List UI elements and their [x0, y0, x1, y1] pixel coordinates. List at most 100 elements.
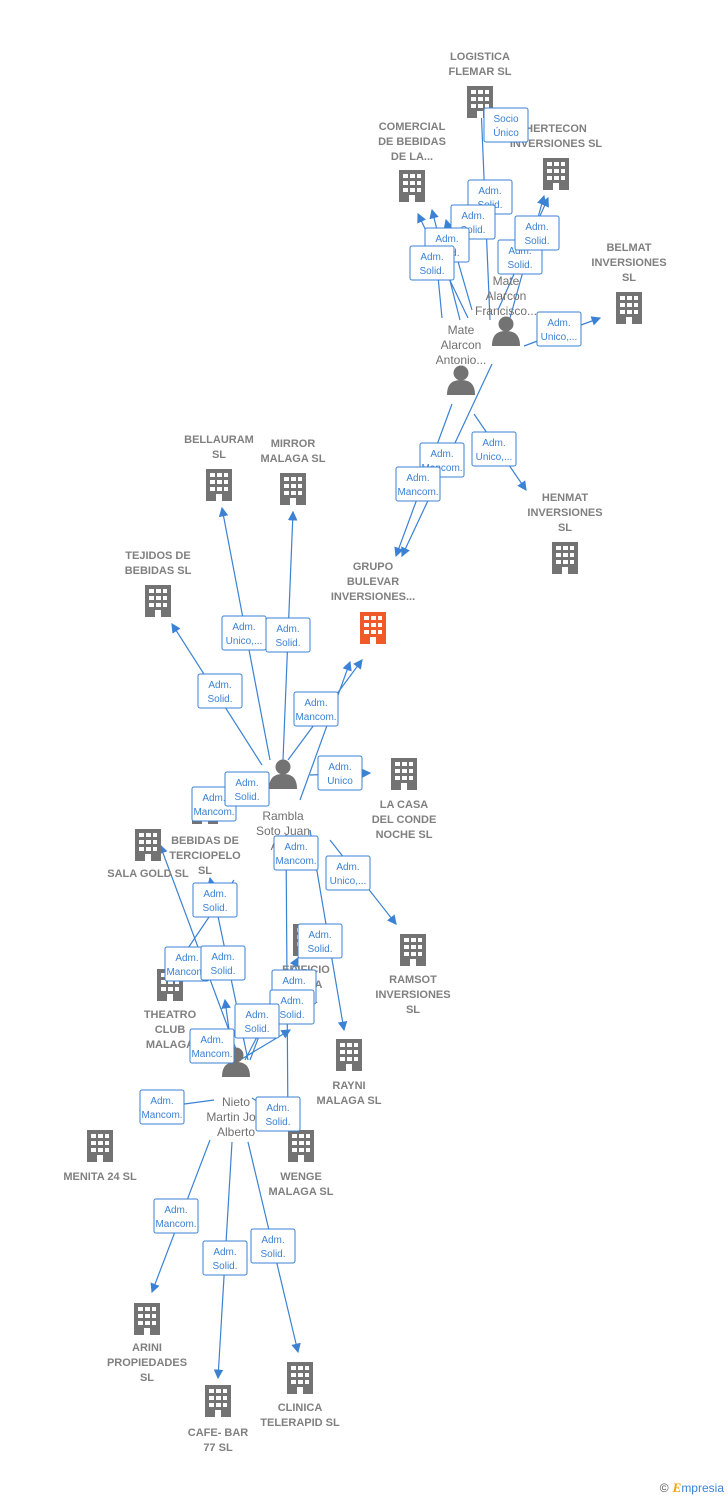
edge-label-e9[interactable]: Adm.Unico,...	[471, 431, 517, 467]
edge-label-box[interactable]	[297, 923, 343, 959]
company-label: FLEMAR SL	[449, 66, 512, 78]
edge-label-text: Adm.	[304, 698, 327, 709]
company-label: SL	[198, 865, 212, 877]
edge-label-e30[interactable]: Adm.Solid.	[255, 1096, 301, 1132]
edge-label-box[interactable]	[255, 1096, 301, 1132]
company-label: MALAGA SL	[269, 1186, 334, 1198]
edge-label-box[interactable]	[192, 882, 238, 918]
edge-label-e16[interactable]: Adm.Unico	[317, 755, 363, 791]
empresia-brand: ©Empresia	[660, 1480, 724, 1496]
edge-label-e26[interactable]: Adm.Mancom.	[189, 1028, 235, 1064]
edge-label-text: Mancom.	[397, 487, 438, 498]
edge-label-text: Adm.	[435, 234, 458, 245]
edge-label-e23[interactable]: Adm.Mancom.	[164, 946, 210, 982]
company-label: LOGISTICA	[450, 51, 510, 63]
edge-label-text: Adm.	[547, 318, 570, 329]
company-node-grupo[interactable]: GRUPOBULEVARINVERSIONES...	[331, 561, 415, 644]
edge-label-e29[interactable]: Adm.Mancom.	[139, 1089, 185, 1125]
edge-label-e14[interactable]: Adm.Solid.	[197, 673, 243, 709]
edge-label-box[interactable]	[536, 311, 582, 347]
edge-label-box[interactable]	[250, 1228, 296, 1264]
company-node-menita[interactable]: MENITA 24 SL	[63, 1130, 137, 1183]
edge-label-text: Solid.	[244, 1024, 269, 1035]
edge-label-box[interactable]	[317, 755, 363, 791]
company-label: MALAGA SL	[317, 1095, 382, 1107]
company-label: SALA GOLD SL	[107, 868, 189, 880]
edge-label-box[interactable]	[200, 945, 246, 981]
edge-label-box[interactable]	[153, 1198, 199, 1234]
edge-label-e13[interactable]: Adm.Solid.	[265, 617, 311, 653]
company-label: BELMAT	[606, 242, 651, 254]
company-label: MIRROR	[271, 438, 316, 450]
edge-label-e20[interactable]: Adm.Unico,...	[325, 855, 371, 891]
edge-label-box[interactable]	[293, 691, 339, 727]
edge-label-e32[interactable]: Adm.Solid.	[202, 1240, 248, 1276]
edge-label-box[interactable]	[224, 771, 270, 807]
building-icon	[280, 473, 306, 505]
company-label: SL	[558, 522, 572, 534]
edge-label-box[interactable]	[197, 673, 243, 709]
edge-label-box[interactable]	[265, 617, 311, 653]
edge-label-text: Solid.	[212, 1261, 237, 1272]
edge-label-e8[interactable]: Adm.Unico,...	[536, 311, 582, 347]
edge-label-text: Adm.	[328, 762, 351, 773]
company-label: BEBIDAS DE	[171, 835, 239, 847]
edge-label-box[interactable]	[234, 1003, 280, 1039]
company-node-logistica[interactable]: LOGISTICA FLEMAR SL	[449, 51, 512, 118]
edge-label-box[interactable]	[409, 245, 455, 281]
edge-label-box[interactable]	[483, 107, 529, 143]
edge-label-e18[interactable]: Adm.Solid.	[224, 771, 270, 807]
edge-label-e11[interactable]: Adm.Mancom.	[395, 466, 441, 502]
edge-label-e5[interactable]: Adm.Solid.	[409, 245, 455, 281]
edge-label-e31[interactable]: Adm.Mancom.	[153, 1198, 199, 1234]
edge-label-box[interactable]	[139, 1089, 185, 1125]
edge-label-e22[interactable]: Adm.Solid.	[192, 882, 238, 918]
edge-label-box[interactable]	[514, 215, 560, 251]
edge-label-text: Mancom.	[166, 967, 207, 978]
edge-label-box[interactable]	[395, 466, 441, 502]
edge-label-text: Mancom.	[155, 1219, 196, 1230]
edge-label-e24[interactable]: Adm.Solid.	[200, 945, 246, 981]
edge-label-box[interactable]	[189, 1028, 235, 1064]
edge-label-e15[interactable]: Adm.Mancom.	[293, 691, 339, 727]
edge-label-box[interactable]	[202, 1240, 248, 1276]
edge-label-box[interactable]	[471, 431, 517, 467]
edge-label-e7[interactable]: Adm.Solid.	[514, 215, 560, 251]
edge-label-e12[interactable]: Adm.Unico,...	[221, 615, 267, 651]
edge-label-e33[interactable]: Adm.Solid.	[250, 1228, 296, 1264]
person-node-francisco[interactable]: MateAlarconFrancisco...	[475, 274, 537, 346]
edge-label-e28[interactable]: Adm.Solid.	[234, 1003, 280, 1039]
company-node-salagold[interactable]: SALA GOLD SL	[107, 829, 189, 880]
person-node-antonio[interactable]: MateAlarconAntonio...	[436, 323, 487, 395]
person-icon	[269, 759, 297, 789]
company-label: CLINICA	[278, 1402, 323, 1414]
edge-label-box[interactable]	[273, 835, 319, 871]
building-icon	[336, 1039, 362, 1071]
edge-label-e21[interactable]: Adm.Solid.	[297, 923, 343, 959]
edge-label-e19[interactable]: Adm.Mancom.	[273, 835, 319, 871]
edge-label-text: Adm.	[150, 1096, 173, 1107]
company-label: INVERSIONES	[375, 989, 450, 1001]
company-label: SL	[212, 449, 226, 461]
company-label: DE LA...	[391, 151, 433, 163]
edge-label-text: Solid.	[260, 1249, 285, 1260]
edge-label-box[interactable]	[325, 855, 371, 891]
